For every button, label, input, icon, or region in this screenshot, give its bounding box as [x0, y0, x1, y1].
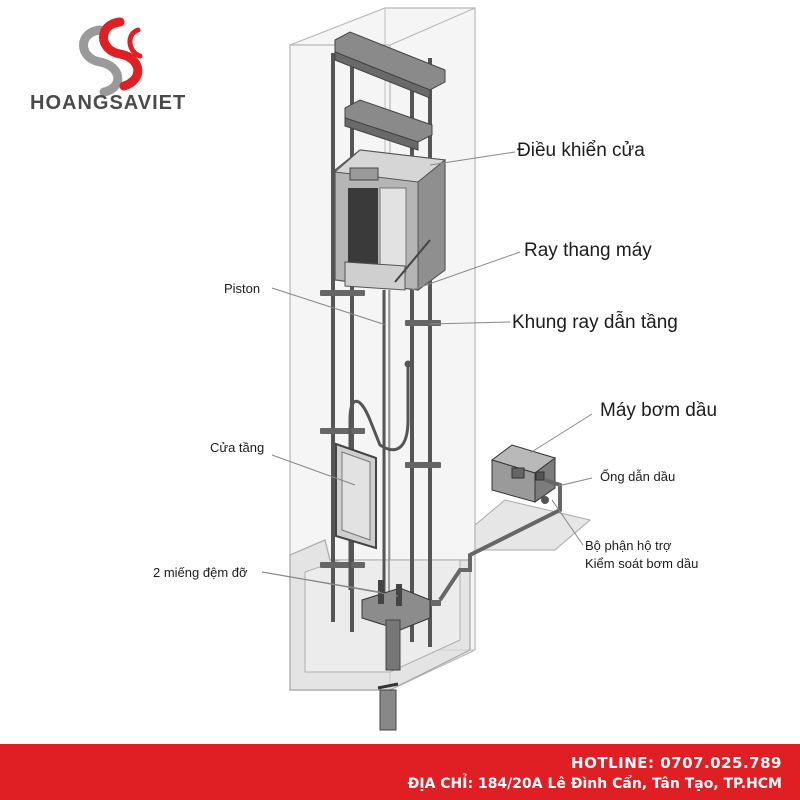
piston-assembly	[348, 290, 412, 620]
label-door-operator: Điều khiển cửa	[517, 140, 645, 161]
footer-address: ĐỊA CHỈ: 184/20A Lê Đình Cẩn, Tân Tạo, T…	[407, 776, 782, 792]
label-landing-door: Cửa tầng	[210, 440, 265, 455]
brand-name: HOANGSAVIET	[30, 92, 187, 114]
label-oil-pump: Máy bơm dầu	[600, 400, 718, 421]
footer-hotline: HOTLINE: 0707.025.789	[571, 754, 782, 772]
buffers	[361, 580, 431, 731]
leader-lines	[261, 151, 593, 597]
oil-pipe	[438, 478, 562, 602]
label-rail-bracket: Khung ray dẫn tầng	[512, 312, 678, 333]
label-piston: Piston	[224, 281, 261, 296]
footer-bar: HOTLINE: 0707.025.789 ĐỊA CHỈ: 184/20A L…	[0, 744, 800, 800]
landing-door	[335, 442, 377, 550]
label-buffers: 2 miếng đệm đỡ	[153, 565, 248, 580]
label-guide-rail: Ray thang máy	[524, 240, 652, 261]
label-oil-pipe: Ống dẫn dầu	[600, 469, 676, 484]
elevator-car	[333, 149, 447, 291]
label-pump-control-1: Bộ phận hộ trợ	[585, 538, 672, 553]
top-beams	[334, 31, 446, 151]
label-pump-control-2: Kiểm soát bơm dầu	[585, 556, 699, 571]
brand-logo-mark	[79, 17, 143, 97]
oil-pump	[490, 444, 557, 503]
